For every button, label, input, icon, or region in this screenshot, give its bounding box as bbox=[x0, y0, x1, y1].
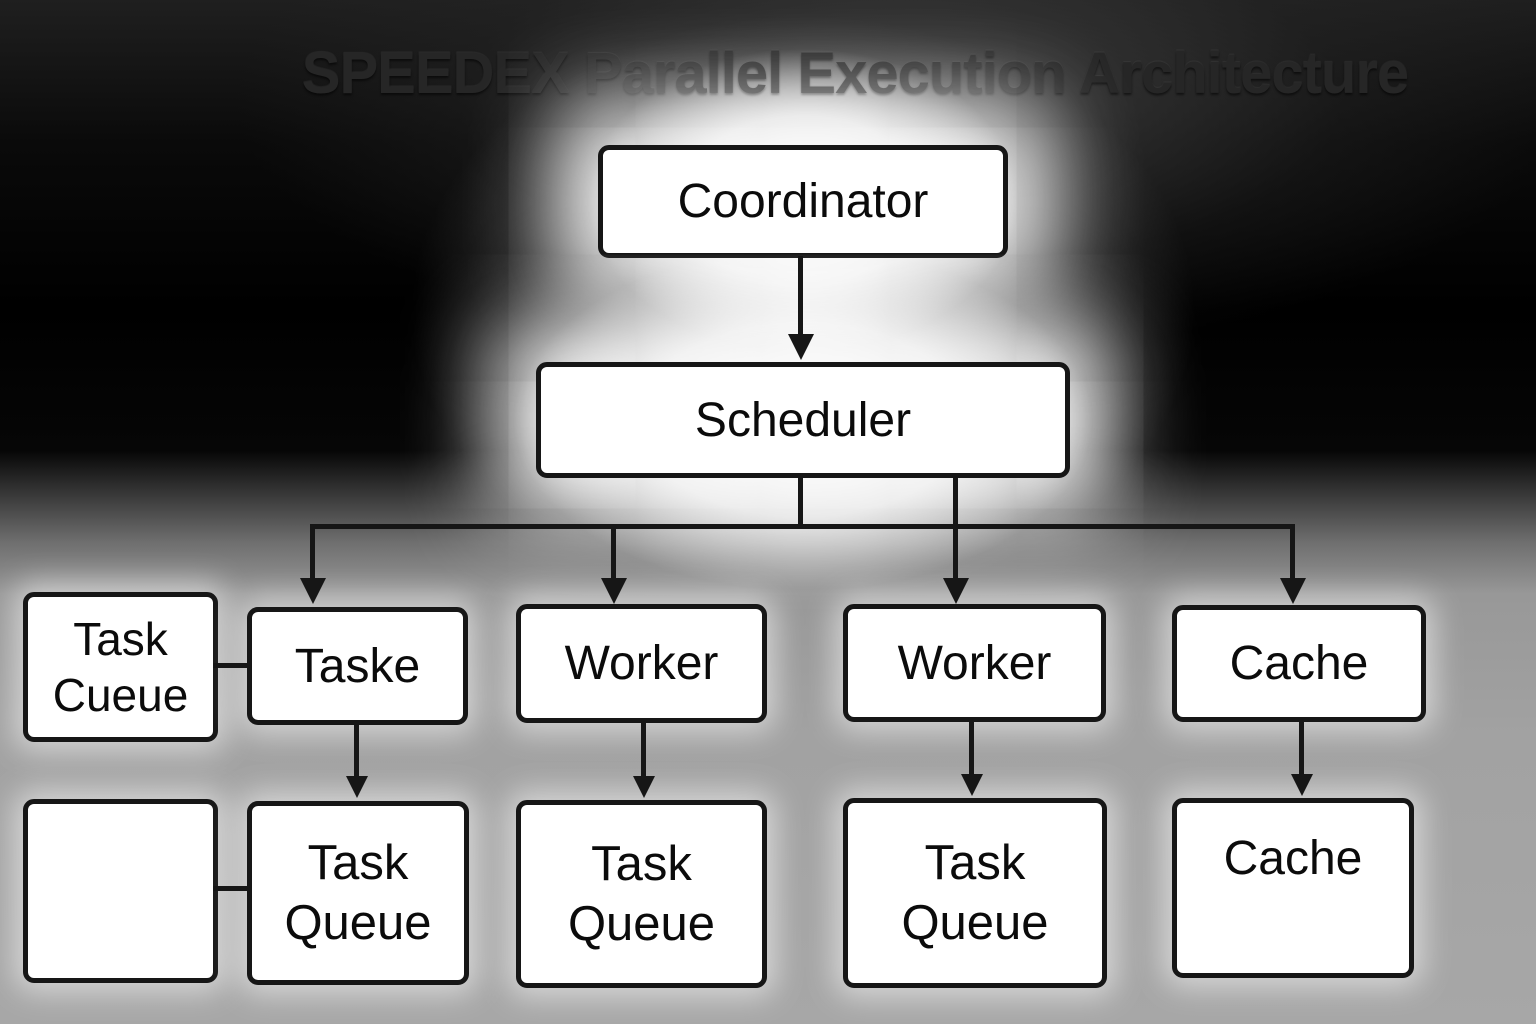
edge-to-taske bbox=[310, 524, 315, 580]
edge-to-cache-top bbox=[1290, 524, 1295, 580]
node-worker-right: Worker bbox=[843, 604, 1106, 722]
edge-to-worker-right bbox=[953, 528, 958, 580]
node-worker-left: Worker bbox=[516, 604, 767, 723]
arrow-head bbox=[788, 334, 814, 360]
node-cache-bottom: Cache bbox=[1172, 798, 1414, 978]
edge-workerleft-taskqueue bbox=[641, 721, 646, 778]
node-scheduler: Scheduler bbox=[536, 362, 1070, 478]
edge-taskcueue-taske bbox=[213, 663, 251, 668]
node-task-queue-1: Task Queue bbox=[247, 801, 469, 985]
arrow-head bbox=[346, 776, 368, 798]
arrow-head bbox=[961, 774, 983, 796]
node-empty-queue bbox=[23, 799, 218, 983]
edge-distribution-bar bbox=[310, 524, 1295, 529]
arrow-head bbox=[300, 578, 326, 604]
edge-scheduler-stub-right bbox=[953, 476, 958, 528]
node-coordinator: Coordinator bbox=[598, 145, 1008, 258]
diagram-title: SPEEDEX Parallel Execution Architecture bbox=[301, 41, 1409, 106]
node-task-queue-3: Task Queue bbox=[843, 798, 1107, 988]
arrow-head bbox=[633, 776, 655, 798]
node-taske: Taske bbox=[247, 607, 468, 725]
node-task-queue-2: Task Queue bbox=[516, 800, 767, 988]
arrow-head bbox=[1291, 774, 1313, 796]
edge-emptyqueue-taskqueue bbox=[213, 886, 251, 891]
arrow-head bbox=[943, 578, 969, 604]
node-cache-top: Cache bbox=[1172, 605, 1426, 722]
arrow-head bbox=[601, 578, 627, 604]
arrow-head bbox=[1280, 578, 1306, 604]
edge-to-worker-left bbox=[611, 528, 616, 580]
edge-taske-taskqueue bbox=[354, 723, 359, 778]
edge-scheduler-stub-left bbox=[798, 476, 803, 528]
edge-cache-cache bbox=[1299, 720, 1304, 776]
edge-coordinator-scheduler bbox=[798, 256, 803, 336]
node-task-cueue: Task Cueue bbox=[23, 592, 218, 742]
edge-workerright-taskqueue bbox=[969, 720, 974, 776]
